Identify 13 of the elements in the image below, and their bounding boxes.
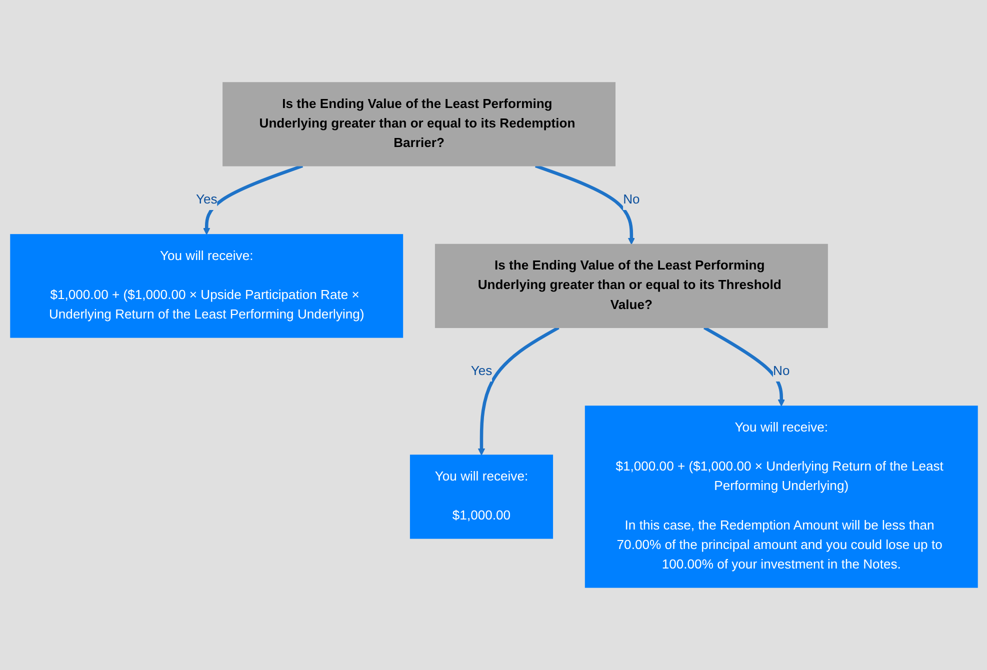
edge-label: No: [622, 192, 640, 207]
arrow: [202, 164, 303, 235]
edge-label: Yes: [470, 364, 492, 378]
arrow: [534, 164, 635, 245]
edge-label: No: [772, 364, 790, 378]
node-box: You will receive: $1,000.00 + ($1,000.00 × Upside Participation Rate × Underlying Return of the Least Performing Underlying): [10, 234, 403, 338]
node-box: You will receive: $1,000.00: [409, 454, 553, 539]
edge-label: Yes: [195, 192, 217, 207]
node-box: Is the Ending Value of the Least Performing Underlying greater than or equal to its Redemption Barrier?: [222, 82, 615, 166]
node-box: Is the Ending Value of the Least Performing Underlying greater than or equal to its Threshold Value?: [434, 244, 828, 328]
arrow: [702, 326, 784, 406]
node-box: You will receive: $1,000.00 + ($1,000.00 × Underlying Return of the Least Performing Underlying) In this case, the Redemption Amount will be less than 70.00% of the principal amount and you could lose up to 100.00% of your investment in the Notes.: [584, 406, 978, 588]
arrow: [477, 326, 559, 456]
